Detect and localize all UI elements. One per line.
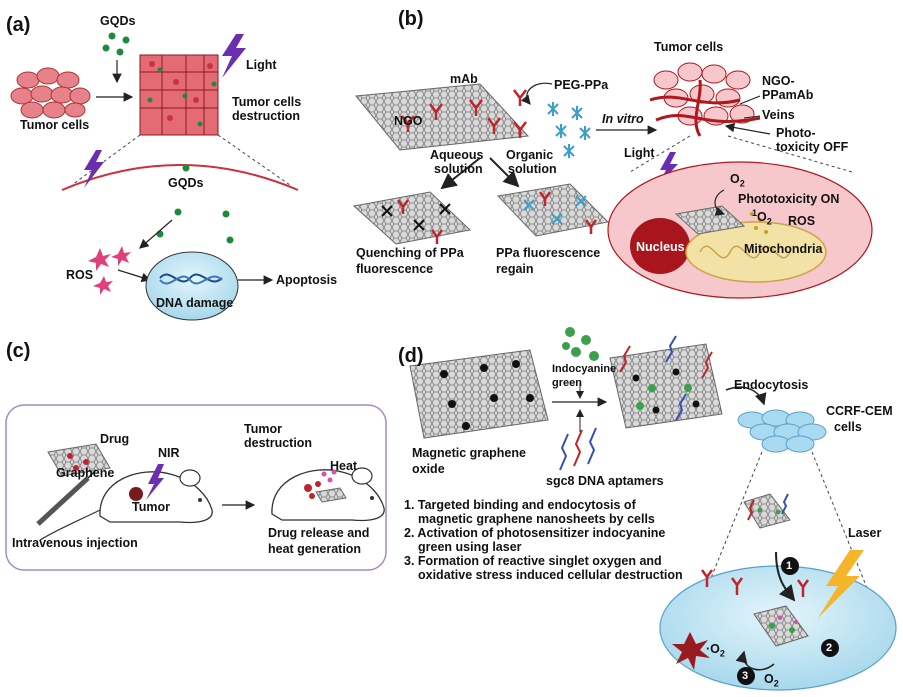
label-light-b: Light [624,146,655,160]
label-ngo: NGO [394,114,423,128]
label-ccrf-1: CCRF-CEM [826,404,893,418]
label-nir: NIR [158,446,180,460]
label-ngo-ppamab-2: PPamAb [762,88,814,102]
label-icg-1: Indocyanine [552,363,617,375]
step-1-line-2: magnetic graphene nanosheets by cells [418,512,655,526]
label-apoptosis: Apoptosis [276,273,338,287]
label-tumor-cells: Tumor cells [20,118,90,132]
panel-label-a: (a) [6,14,31,36]
badge-1-text: 1 [786,560,793,572]
ngo-sheet [355,83,530,151]
icg-molecules [562,327,599,361]
label-in-vitro: In vitro [602,112,644,126]
label-ros: ROS [66,268,94,282]
tumor-cells-destruction-block [139,54,219,136]
step-badge-3 [737,667,755,685]
label-tumor-cells-b: Tumor cells [654,40,724,54]
label-organic-2: solution [508,162,557,176]
label-quench-2: fluorescence [356,262,434,276]
panel-label-c: (c) [6,340,31,362]
label-ngo-ppamab-1: NGO- [762,74,795,88]
magnetic-graphene-sheet [409,349,549,439]
ros-stars [88,246,131,295]
label-light: Light [246,58,277,72]
mouse-left [39,469,213,541]
label-ros-b: ROS [788,214,816,228]
step-list: 1. Targeted binding and endocytosis of m… [404,498,683,582]
singlet-oxygen-burst [672,632,710,670]
label-o2-left: ·O2 [706,642,725,659]
label-o2-bottom: O2 [764,672,779,689]
label-nucleus: Nucleus [636,240,685,254]
label-graphene: Graphene [56,466,115,480]
label-aqueous-1: Aqueous [430,148,484,162]
label-gqds-mid: GQDs [168,176,204,190]
label-mgo-1: Magnetic graphene [412,446,526,460]
label-regain-2: regain [496,262,534,276]
label-icg-2: green [552,377,582,389]
panel-d-art [409,327,897,691]
panel-c-art [5,404,387,571]
label-dna-damage: DNA damage [156,296,234,310]
step-1-line-1: 1. Targeted binding and endocytosis of [404,498,636,512]
mouse-right [271,467,385,522]
label-drug: Drug [100,432,130,446]
badge-3-text: 3 [742,670,749,682]
badge-2-text: 2 [826,642,833,654]
label-mitochondria: Mitochondria [744,242,823,256]
label-regain-1: PPa fluorescence [496,246,601,260]
label-destruction-1: Tumor cells [232,95,302,109]
tumor-cells-cluster [10,67,91,119]
step-badge-1 [781,557,799,575]
label-quench-1: Quenching of PPa [356,246,464,260]
label-laser: Laser [848,526,882,540]
mitochondria [685,221,827,283]
label-mgo-2: oxide [412,462,445,476]
step-3-line-2: oxidative stress induced cellular destru… [418,568,683,582]
label-release-2: heat generation [268,542,362,556]
label-release-1: Drug release and [268,526,370,540]
label-mab: mAb [450,72,478,86]
nucleus [630,218,690,274]
step-badge-2 [821,639,839,657]
label-endocytosis: Endocytosis [734,378,809,392]
step-3-line-1: 3. Formation of reactive singlet oxygen … [404,554,662,568]
label-destruction-2: destruction [232,109,301,123]
label-heat: Heat [330,459,358,473]
label-photo-1: Photo- [776,126,816,140]
panel-a-art [10,32,299,321]
laser-bolt-icon [818,550,864,618]
label-singlet-o2: 1O2 [752,208,772,227]
label-peg-ppa: PEG-PPa [554,78,609,92]
dna-damage-cell [145,251,239,321]
label-o2-b: O2 [730,172,745,189]
panel-label-d: (d) [398,345,424,367]
label-veins: Veins [762,108,795,122]
panel-b-art [352,62,873,299]
step-2-line-2: green using laser [418,540,522,554]
label-organic-1: Organic [506,148,554,162]
panel-label-b: (b) [398,8,424,30]
ccrf-cem-cells [737,409,827,453]
label-phototoxicity-on: Phototoxicity ON [738,192,840,206]
label-ccrf-2: cells [834,420,862,434]
label-aqueous-2: solution [434,162,483,176]
label-photo-2: toxicity OFF [776,140,849,154]
label-aptamers: sgc8 DNA aptamers [546,474,664,488]
label-tumor-destruction-2: destruction [244,436,313,450]
label-gqds-top: GQDs [100,14,136,28]
light-bolt-icon [222,34,246,78]
label-intravenous: Intravenous injection [12,536,138,550]
label-tumor-destruction-1: Tumor [244,422,282,436]
label-tumor: Tumor [132,500,170,514]
step-2-line-1: 2. Activation of photosensitizer indocya… [404,526,666,540]
tumor-cells-veins [649,62,761,137]
